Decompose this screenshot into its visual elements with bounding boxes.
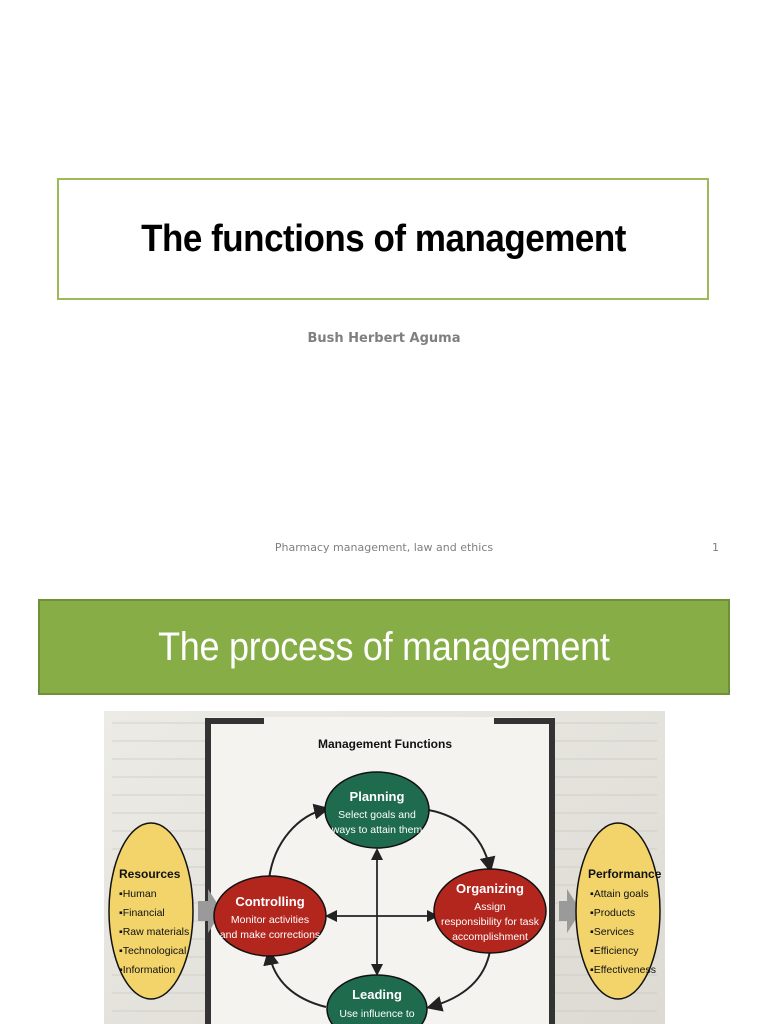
resources-item: ▪Human: [119, 888, 157, 900]
resources-item: ▪Information: [119, 964, 175, 976]
diagram-heading: Management Functions: [318, 737, 452, 751]
arrow-organizing-leading: [426, 950, 491, 1012]
author-name: Bush Herbert Aguma: [307, 331, 461, 346]
arrow-controlling-planning: [268, 803, 330, 880]
performance-item: ▪Efficiency: [590, 945, 639, 957]
performance-title: Performance: [588, 867, 662, 881]
organizing-title: Organizing: [456, 881, 524, 896]
organizing-line: Assign: [474, 901, 506, 913]
resources-item: ▪Technological: [119, 945, 186, 957]
planning-line: ways to attain them: [331, 824, 423, 836]
page-number: 1: [712, 541, 719, 554]
slide-2: The process of management: [0, 575, 768, 1024]
title-banner: The process of management: [38, 599, 730, 695]
leading-title: Leading: [352, 987, 402, 1002]
resources-item: ▪Raw materials: [119, 926, 189, 938]
controlling-line: and make corrections: [220, 929, 320, 941]
resources-item: ▪Financial: [119, 907, 165, 919]
performance-ellipse: [575, 822, 661, 1000]
planning-line: Select goals and: [338, 809, 416, 821]
planning-title: Planning: [350, 789, 405, 804]
organizing-node: [433, 868, 547, 954]
resources-arrow: [198, 889, 222, 933]
slide-footer: Pharmacy management, law and ethics: [274, 541, 494, 554]
slide-2-title: The process of management: [158, 624, 610, 669]
resources-ellipse: [108, 822, 194, 1000]
title-box: The functions of management: [57, 178, 709, 300]
leading-line: Use influence to: [339, 1008, 414, 1020]
slide-1: The functions of management Bush Herbert…: [57, 178, 719, 554]
arrow-planning-organizing: [421, 808, 496, 873]
resources-title: Resources: [119, 867, 181, 881]
performance-item: ▪Attain goals: [590, 888, 649, 900]
leading-node: [326, 974, 428, 1024]
planning-node: [324, 771, 430, 849]
controlling-line: Monitor activities: [231, 914, 309, 926]
management-functions-diagram: Management Functions Resources ▪Human ▪F…: [104, 711, 665, 1024]
slide-title: The functions of management: [140, 217, 626, 260]
controlling-title: Controlling: [235, 894, 304, 909]
controlling-node: [213, 875, 327, 957]
right-bracket: [494, 718, 555, 1024]
organizing-line: accomplishment: [452, 931, 528, 943]
performance-arrow: [559, 889, 581, 933]
performance-item: ▪Products: [590, 907, 635, 919]
performance-item: ▪Services: [590, 926, 634, 938]
performance-item: ▪Effectiveness: [590, 964, 656, 976]
arrow-leading-controlling: [263, 949, 327, 1008]
organizing-line: responsibility for task: [441, 916, 540, 928]
